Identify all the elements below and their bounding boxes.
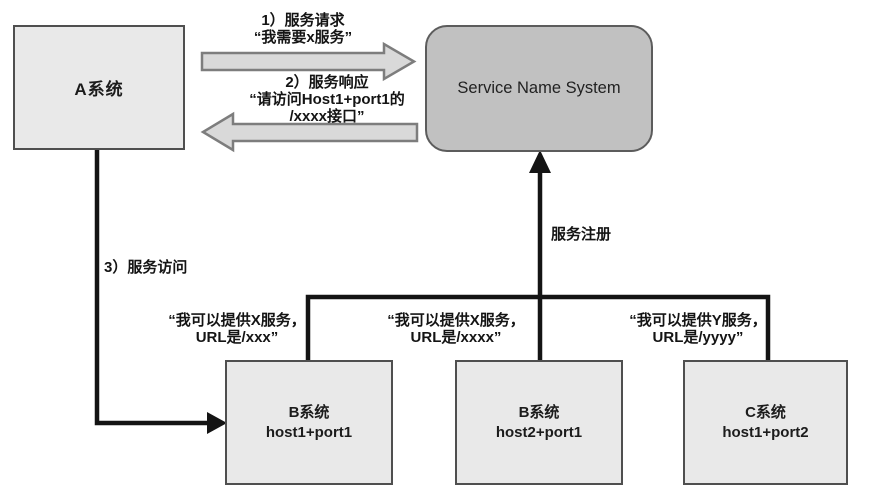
provider-b1-label-line1: “我可以提供X服务， <box>168 312 306 329</box>
node-c-system: C系统 host1+port2 <box>683 360 848 485</box>
access-label: 3）服务访问 <box>104 259 188 276</box>
node-service-name-system: Service Name System <box>425 25 653 152</box>
response-label: 2）服务响应 “请访问Host1+port1的 /xxxx接口” <box>249 74 404 125</box>
provider-b1-label: “我可以提供X服务， URL是/xxx” <box>168 312 306 346</box>
provider-c-label-line1: “我可以提供Y服务， <box>629 312 767 329</box>
provider-b2-label: “我可以提供X服务， URL是/xxxx” <box>387 312 525 346</box>
register-label: 服务注册 <box>551 226 612 243</box>
access-arrowhead-icon <box>207 412 227 434</box>
provider-b2-label-line2: URL是/xxxx” <box>410 329 502 346</box>
node-a-system-label: A系统 <box>74 80 124 99</box>
provider-c-label-line2: URL是/yyyy” <box>652 329 744 346</box>
node-b-system-1: B系统 host1+port1 <box>225 360 393 485</box>
response-label-line2: “请访问Host1+port1的 <box>249 91 405 108</box>
node-service-name-system-label: Service Name System <box>457 79 621 97</box>
register-arrowhead-icon <box>529 150 551 173</box>
provider-c-label: “我可以提供Y服务， URL是/yyyy” <box>629 312 767 346</box>
response-label-line1: 2）服务响应 <box>285 74 369 91</box>
response-label-line3: /xxxx接口” <box>289 108 365 125</box>
node-b-system-1-title: B系统 <box>288 403 330 421</box>
node-a-system: A系统 <box>13 25 185 150</box>
node-b-system-1-address: host1+port1 <box>265 423 353 441</box>
request-block-arrow <box>200 41 417 82</box>
node-c-system-address: host1+port2 <box>722 423 809 441</box>
node-c-system-title: C系统 <box>745 403 786 421</box>
node-b-system-2: B系统 host2+port1 <box>455 360 623 485</box>
request-label-line2: “我需要x服务” <box>253 29 353 46</box>
response-block-arrow <box>200 111 419 153</box>
node-b-system-2-title: B系统 <box>518 403 560 421</box>
access-connector-line <box>94 150 208 426</box>
request-label: 1）服务请求 “我需要x服务” <box>254 12 352 46</box>
request-label-line1: 1）服务请求 <box>261 12 345 29</box>
provider-b1-label-line2: URL是/xxx” <box>195 329 279 346</box>
provider-b2-label-line1: “我可以提供X服务， <box>387 312 525 329</box>
node-b-system-2-address: host2+port1 <box>495 423 583 441</box>
